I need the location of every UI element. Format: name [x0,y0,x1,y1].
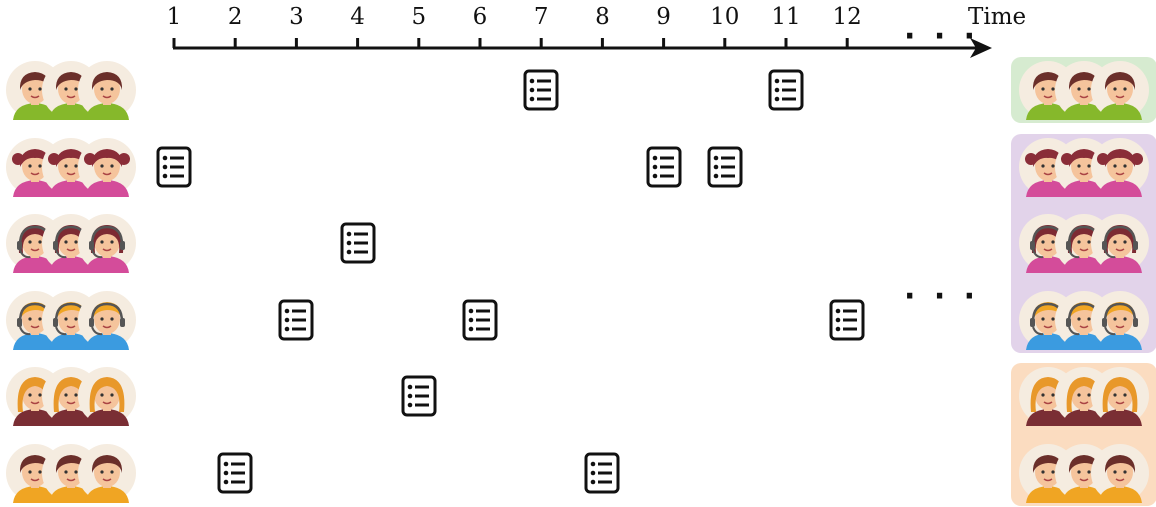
list-document-icon [523,69,559,111]
axis-tick-label: 5 [411,4,427,30]
agent-avatars-right [1018,60,1150,124]
agent-avatars-right [1018,213,1150,277]
list-document-icon [340,222,376,264]
list-document-icon [829,299,865,341]
agent-avatars-left [5,443,137,507]
axis-end-label: Time [968,4,1027,30]
person-avatar-icon [1090,366,1150,426]
person-avatar-icon [1090,60,1150,120]
agent-avatars-left [5,290,137,354]
axis-tick-label: 4 [350,4,365,30]
person-avatar-icon [77,60,137,120]
agent-avatars-right [1018,137,1150,201]
axis-ellipsis: · · · [904,19,980,54]
list-document-icon [768,69,804,111]
axis-tick-label: 6 [472,4,488,30]
list-document-icon [401,375,437,417]
axis-tick-label: 3 [289,4,304,30]
axis-tick-label: 8 [595,4,610,30]
axis-tick-label: 12 [832,4,862,30]
axis-tick-label: 1 [166,4,182,30]
agent-avatars-left [5,137,137,201]
person-avatar-icon [77,366,137,426]
axis-tick-label: 7 [533,4,549,30]
axis-tick-label: 10 [710,4,740,30]
agent-avatars-right [1018,366,1150,430]
agent-avatars-left [5,213,137,277]
person-avatar-icon [1090,290,1150,350]
time-axis [172,38,992,58]
list-document-icon [584,452,620,494]
axis-tick-label: 9 [656,4,671,30]
list-document-icon [646,146,682,188]
agent-avatars-right [1018,443,1150,507]
rows-ellipsis: · · · [904,279,980,314]
person-avatar-icon [77,290,137,350]
agent-avatars-left [5,366,137,430]
list-document-icon [462,299,498,341]
list-document-icon [707,146,743,188]
list-document-icon [156,146,192,188]
list-document-icon [217,452,253,494]
arrow-right-icon [970,38,992,58]
axis-tick-label: 11 [771,4,801,30]
list-document-icon [278,299,314,341]
person-avatar-icon [1090,443,1150,503]
person-avatar-icon [77,443,137,503]
axis-tick-label: 2 [227,4,243,30]
agent-avatars-right [1018,290,1150,354]
person-avatar-icon [1090,213,1150,273]
person-avatar-icon [77,137,137,197]
person-avatar-icon [1090,137,1150,197]
person-avatar-icon [77,213,137,273]
agent-avatars-left [5,60,137,124]
